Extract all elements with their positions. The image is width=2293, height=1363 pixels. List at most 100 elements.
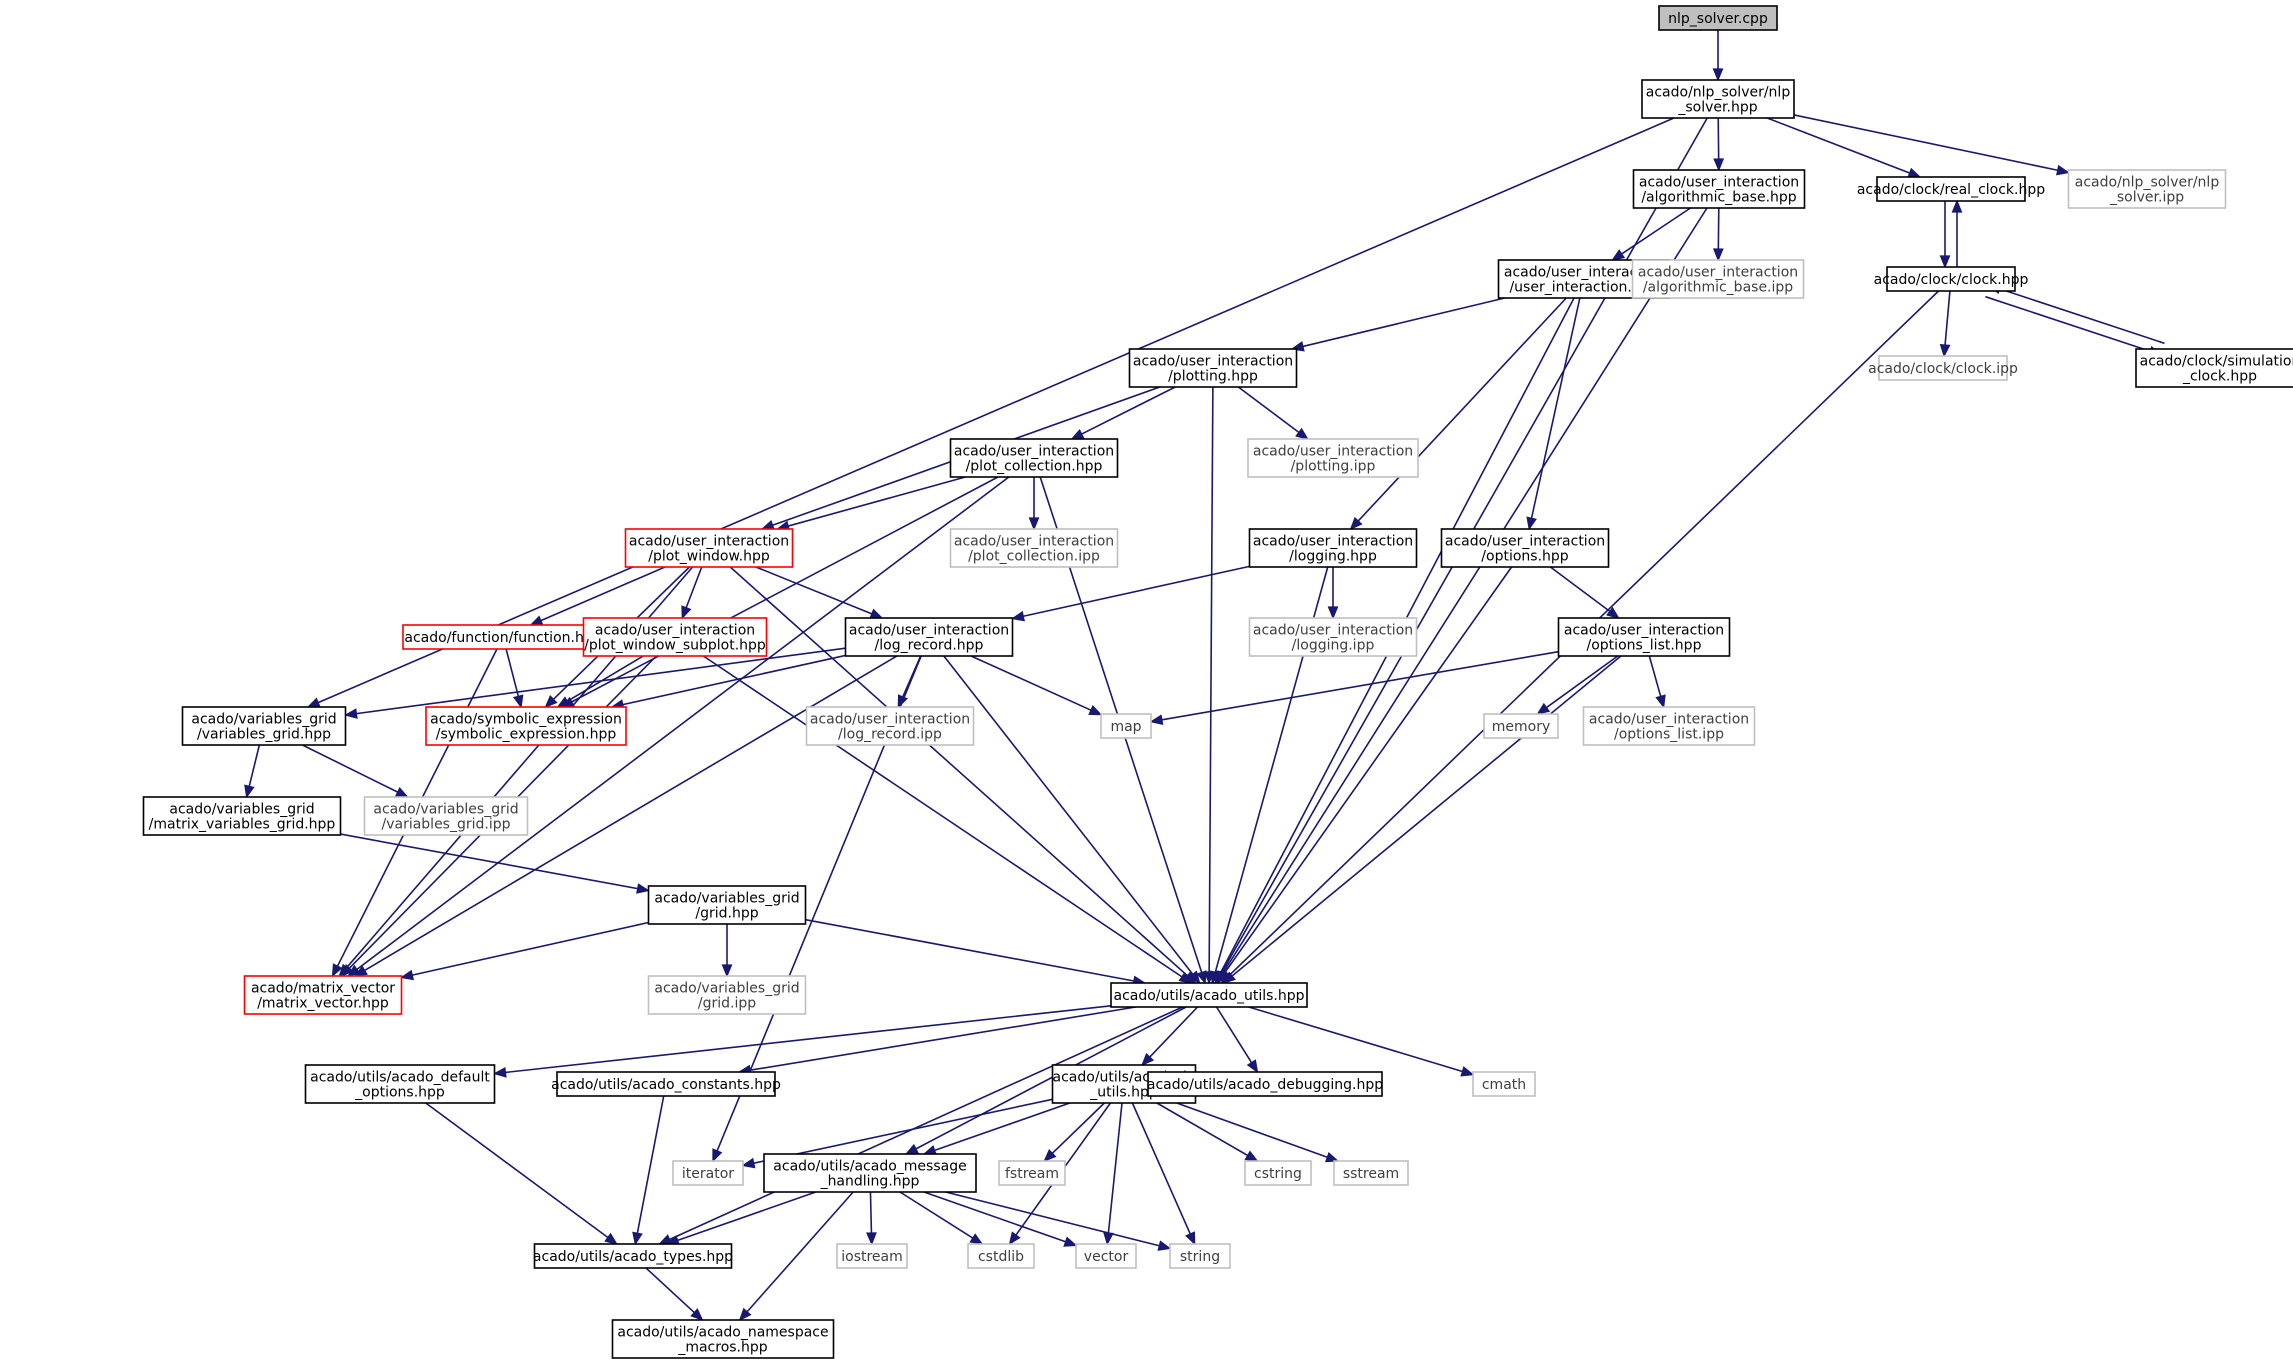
edge-arrowhead-n19-to-n32 bbox=[1188, 970, 1201, 985]
node-n44[interactable]: acado/utils/acado_types.hpp bbox=[533, 1243, 733, 1269]
node-n49[interactable]: acado/utils/acado_namespace_macros.hpp bbox=[611, 1319, 835, 1359]
node-n14: acado/user_interaction/plot_collection.i… bbox=[949, 528, 1119, 568]
edge-arrowhead-n18-to-n23 bbox=[556, 696, 571, 708]
edge-n5-to-n15 bbox=[1357, 297, 1567, 522]
node-label: /options.hpp bbox=[1481, 549, 1568, 565]
node-label: cstdlib bbox=[978, 1249, 1024, 1265]
node-box bbox=[1333, 1160, 1409, 1186]
node-n29: acado/variables_grid/variables_grid.ipp bbox=[363, 796, 529, 836]
edge-arrowhead-n32-to-n40 bbox=[904, 1143, 919, 1155]
node-n18[interactable]: acado/user_interaction/plot_window_subpl… bbox=[582, 617, 768, 657]
edge-n5-to-n16 bbox=[1530, 297, 1581, 519]
node-box bbox=[967, 1243, 1035, 1269]
node-label: /plotting.ipp bbox=[1291, 459, 1376, 475]
node-box bbox=[243, 975, 403, 1015]
node-n32[interactable]: acado/utils/acado_utils.hpp bbox=[1110, 982, 1308, 1008]
node-n47: vector bbox=[1075, 1243, 1137, 1269]
node-n28[interactable]: acado/variables_grid/matrix_variables_gr… bbox=[142, 796, 342, 836]
node-n8: acado/clock/clock.ipp bbox=[1868, 355, 2018, 381]
node-label: /log_record.ipp bbox=[838, 727, 942, 743]
node-box bbox=[1658, 5, 1778, 31]
node-n11[interactable]: acado/user_interaction/plot_collection.h… bbox=[949, 438, 1119, 478]
node-n17[interactable]: acado/function/function.hpp bbox=[402, 624, 604, 650]
node-box bbox=[1878, 355, 2008, 381]
edge-arrowhead-n7-to-n8 bbox=[1939, 343, 1951, 358]
node-n34[interactable]: acado/utils/acado_default_options.hpp bbox=[304, 1064, 496, 1104]
edge-n32-to-n37 bbox=[1215, 1006, 1253, 1064]
node-n4: acado/nlp_solver/nlp_solver.ipp bbox=[2067, 169, 2227, 209]
node-label: acado/symbolic_expression bbox=[430, 712, 622, 728]
node-n48: string bbox=[1169, 1243, 1231, 1269]
edge-n32-to-n40 bbox=[915, 1006, 1187, 1150]
node-n15[interactable]: acado/user_interaction/logging.hpp bbox=[1248, 528, 1418, 568]
node-n30[interactable]: acado/variables_grid/grid.hpp bbox=[647, 885, 807, 925]
node-n0[interactable]: nlp_solver.cpp bbox=[1658, 5, 1778, 31]
node-n37[interactable]: acado/utils/acado_debugging.hpp bbox=[1147, 1071, 1383, 1097]
edge-arrowhead-n44-to-n49 bbox=[690, 1308, 704, 1322]
node-n16[interactable]: acado/user_interaction/options.hpp bbox=[1440, 528, 1610, 568]
node-label: /user_interaction.hpp bbox=[1509, 280, 1658, 296]
edge-n19-to-n25 bbox=[970, 655, 1092, 711]
edge-n1-to-n3 bbox=[1766, 117, 1910, 174]
node-label: /algorithmic_base.hpp bbox=[1641, 190, 1796, 206]
node-box bbox=[949, 528, 1119, 568]
node-n19[interactable]: acado/user_interaction/log_record.hpp bbox=[844, 617, 1014, 657]
edge-arrowhead-n15-to-n20 bbox=[1327, 606, 1339, 620]
edge-n18-to-n23 bbox=[566, 655, 644, 703]
edge-arrowhead-n32-to-n37 bbox=[1246, 1059, 1259, 1074]
node-n2[interactable]: acado/user_interaction/algorithmic_base.… bbox=[1632, 169, 1806, 209]
node-label: acado/utils/acado_utils.hpp bbox=[1113, 988, 1304, 1004]
node-n40[interactable]: acado/utils/acado_message_handling.hpp bbox=[763, 1153, 977, 1193]
node-box bbox=[1876, 176, 2026, 202]
node-n35[interactable]: acado/utils/acado_constants.hpp bbox=[551, 1071, 781, 1097]
edge-n7-to-n9 bbox=[1985, 295, 2151, 353]
node-n9[interactable]: acado/clock/simulation_clock.hpp bbox=[2135, 348, 2293, 388]
edge-arrowhead-n40-to-n45 bbox=[866, 1232, 877, 1246]
node-label: acado/clock/clock.ipp bbox=[1868, 361, 2018, 377]
edge-arrowhead-n21-to-n27 bbox=[1655, 694, 1666, 709]
edge-n16-to-n21 bbox=[1549, 566, 1611, 613]
node-label: /plot_collection.hpp bbox=[966, 459, 1103, 475]
edge-n5-to-n10 bbox=[1302, 297, 1505, 348]
edge-n36-to-n42 bbox=[1156, 1102, 1249, 1157]
node-n3[interactable]: acado/clock/real_clock.hpp bbox=[1857, 176, 2045, 202]
node-box bbox=[2067, 169, 2227, 209]
edge-n40-to-n46 bbox=[899, 1191, 974, 1239]
node-box bbox=[1248, 528, 1418, 568]
edge-n2-to-n5 bbox=[1621, 207, 1691, 255]
node-n13[interactable]: acado/user_interaction/plot_window.hpp bbox=[624, 528, 794, 568]
node-label: acado/variables_grid bbox=[654, 981, 799, 997]
node-layer: nlp_solver.cpp acado/nlp_solver/nlp_solve… bbox=[142, 5, 2293, 1359]
edge-arrowhead-n11-to-n14 bbox=[1028, 517, 1040, 531]
node-box bbox=[1483, 713, 1559, 739]
edge-n11-to-n23 bbox=[571, 476, 999, 703]
node-n22[interactable]: acado/variables_grid/variables_grid.hpp bbox=[181, 706, 347, 746]
node-box bbox=[1248, 617, 1418, 657]
node-n1[interactable]: acado/nlp_solver/nlp_solver.hpp bbox=[1641, 79, 1795, 119]
node-box bbox=[1110, 982, 1308, 1008]
node-label: acado/utils/acado_constants.hpp bbox=[551, 1077, 781, 1093]
edge-arrowhead-n19-to-n39 bbox=[712, 1148, 723, 1163]
node-label: acado/user_interaction bbox=[629, 534, 789, 550]
node-n7[interactable]: acado/clock/clock.hpp bbox=[1874, 266, 2029, 292]
edge-arrowhead-n13-to-n23 bbox=[544, 695, 558, 709]
node-n23[interactable]: acado/symbolic_expression/symbolic_expre… bbox=[425, 706, 627, 746]
node-n10[interactable]: acado/user_interaction/plotting.hpp bbox=[1128, 348, 1298, 388]
edge-n32-to-n38 bbox=[1248, 1006, 1463, 1073]
node-box bbox=[1886, 266, 2016, 292]
node-n31[interactable]: acado/matrix_vector/matrix_vector.hpp bbox=[243, 975, 403, 1015]
node-label: acado/utils/acado_debugging.hpp bbox=[1147, 1077, 1383, 1093]
edge-arrowhead-n17-to-n31 bbox=[331, 963, 343, 978]
edge-arrowhead-n19-to-n31 bbox=[353, 965, 368, 977]
node-n6: acado/user_interaction/algorithmic_base.… bbox=[1631, 259, 1805, 299]
node-label: acado/clock/real_clock.hpp bbox=[1857, 182, 2045, 198]
edge-n16-to-n32 bbox=[1223, 566, 1513, 975]
node-box bbox=[425, 706, 627, 746]
node-label: /log_record.hpp bbox=[875, 638, 984, 654]
node-n21[interactable]: acado/user_interaction/options_list.hpp bbox=[1557, 617, 1731, 657]
edge-n35-to-n44 bbox=[636, 1095, 665, 1234]
edge-n40-to-n48 bbox=[945, 1191, 1160, 1247]
edge-n1-to-n22 bbox=[317, 117, 1675, 704]
node-label: /options_list.hpp bbox=[1587, 638, 1702, 654]
